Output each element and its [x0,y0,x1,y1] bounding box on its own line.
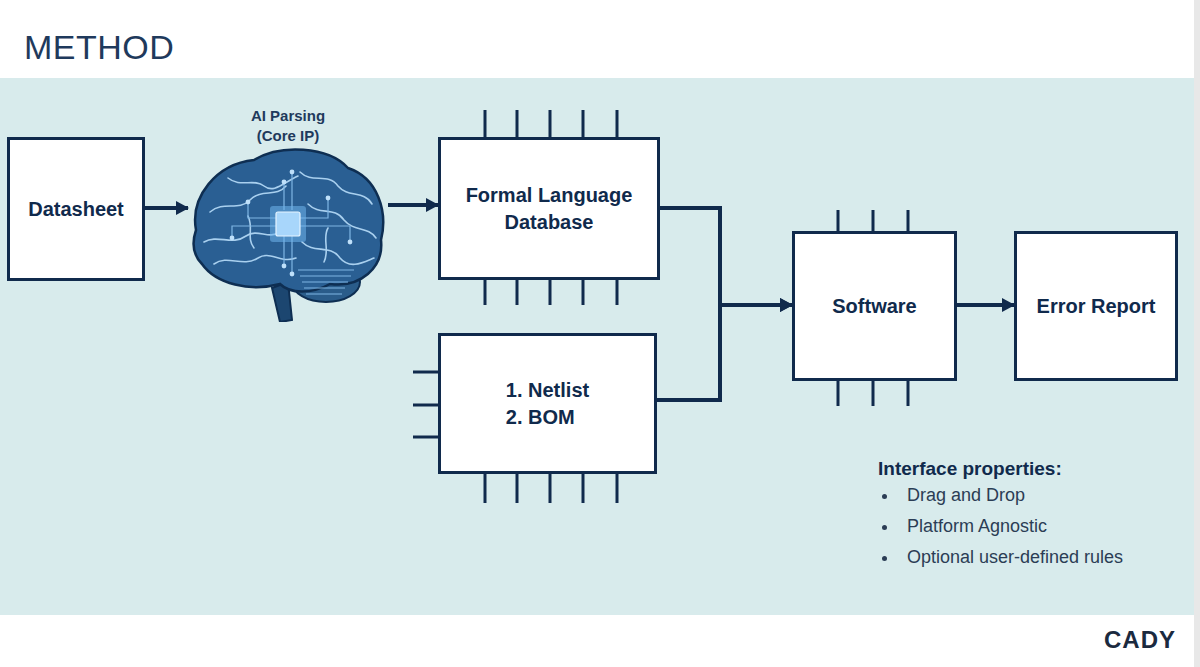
edge-rule [1194,0,1200,667]
bullet-item: Drag and Drop [907,485,1025,506]
circuit-trace [232,226,276,238]
cerebellum-line [306,294,342,295]
cerebellum-line [302,282,348,283]
trace-pad [282,264,287,269]
input-chip: 1. Netlist2. BOM [438,333,657,474]
flow-arrow [957,303,1014,307]
pins-left [413,372,438,437]
software-chip: Software [792,231,957,381]
box-label: Datasheet [28,196,124,223]
cerebellum-line [304,288,345,289]
brain-label: AI Parsing (Core IP) [238,106,338,145]
flow-arrow [660,208,792,305]
brain-fold [324,228,328,262]
box-text-block: Error Report [1023,293,1170,320]
brain-folds [204,172,376,264]
chip-glow [270,206,306,242]
central-chip [276,212,300,236]
trace-pad [290,272,295,277]
brain-fold [300,172,372,204]
bullet-item: Platform Agnostic [907,516,1047,537]
flow-arrow [145,206,188,210]
notes-heading: Interface properties: [878,458,1062,480]
bullet-dot [882,494,887,499]
circuit-trace [300,226,350,242]
bullet-dot [882,556,887,561]
trace-pad [348,240,353,245]
list-block: 1. Netlist2. BOM [506,377,589,431]
brain-outline [194,150,384,292]
page-title: METHOD [24,28,174,67]
brain-fold [302,242,374,264]
box-text-block: Software [818,293,930,320]
pins-top [838,210,908,231]
bullet-item: Optional user-defined rules [907,547,1123,568]
brain-fold [204,232,280,242]
brain-fold [308,204,376,238]
box-label: Formal Language Database [455,182,643,236]
brand-logo: CADY [1104,626,1176,654]
list-item: 2. BOM [506,404,589,431]
box-label: Software [832,293,916,320]
cerebellum-line [298,270,354,271]
database-chip: Formal Language Database [438,137,660,280]
flow-arrow [388,203,438,207]
flow-arrow [657,305,792,400]
ai-brain: AI Parsing (Core IP) [188,100,388,320]
box-text-block: Formal Language Database [441,182,657,236]
trace-pad [282,180,287,185]
bullet-dot [882,525,887,530]
circuit-traces [232,172,350,274]
pins-bottom [838,381,908,406]
trace-pad [246,200,251,205]
circuit-trace [291,172,292,210]
list-item: 1. Netlist [506,377,589,404]
pins-bottom [485,474,617,503]
brain-illustration [188,142,388,322]
trace-pad [290,170,295,175]
process-box: Datasheet [7,137,145,281]
box-text-block: Datasheet [14,196,138,223]
cerebellum-line [300,276,351,277]
box-label: Error Report [1037,293,1156,320]
output-box: Error Report [1014,231,1178,381]
trace-pad [230,236,235,241]
pins-bottom [485,280,617,305]
brain-fold [248,216,254,248]
circuit-trace [283,182,284,210]
trace-pad [326,196,331,201]
brain-fold [228,176,298,189]
pins-top [485,110,617,137]
